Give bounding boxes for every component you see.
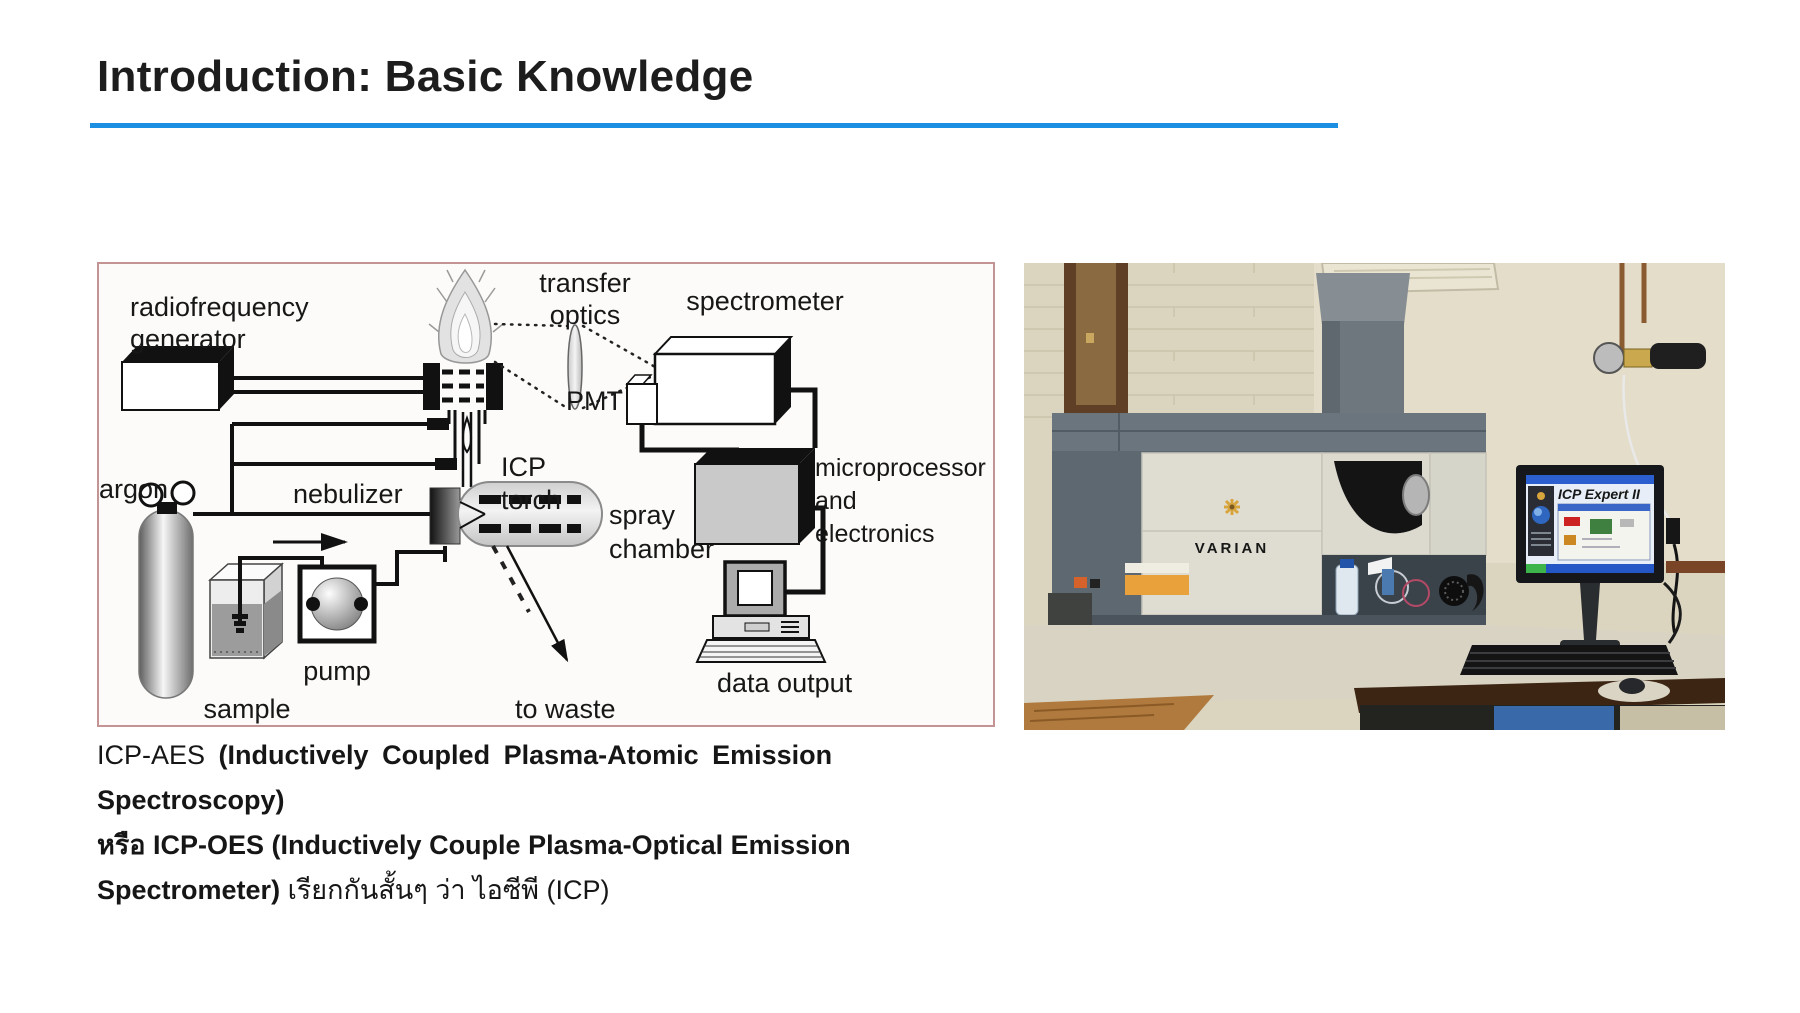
icp-torch	[230, 363, 503, 514]
caption: ICP-AES (Inductively Coupled Plasma-Atom…	[97, 733, 1017, 913]
lab-bench	[1024, 625, 1725, 730]
dark-box	[1048, 593, 1092, 627]
rf-generator	[121, 346, 427, 411]
label-transfer: transfer	[539, 268, 631, 298]
plasma-flame	[428, 268, 504, 364]
icp-schematic-svg: radiofrequency generator transfer optics…	[97, 262, 995, 727]
pmt-detector	[625, 374, 818, 453]
caption-line-3: Spectrometer) เรียกกันสั้นๆ ว่า ไอซีพี (…	[97, 875, 610, 905]
label-icp: ICP	[501, 452, 546, 482]
label-torch: torch	[501, 485, 561, 515]
label-data-output: data output	[717, 668, 853, 698]
sample-intro-bay	[1322, 555, 1486, 617]
label-pump: pump	[303, 656, 371, 686]
argon-cylinder	[138, 480, 430, 699]
label-electronics: electronics	[815, 520, 935, 548]
title-underline	[90, 123, 1338, 128]
spray-chamber	[429, 481, 603, 547]
monitor-stand	[1580, 583, 1600, 640]
label-spray: spray	[609, 500, 676, 530]
instrument-photo: VARIAN	[1024, 262, 1725, 730]
spectrometer-box	[652, 336, 794, 426]
computer-workstation: ICP Expert II	[1460, 465, 1682, 702]
sample-container	[208, 560, 284, 660]
icp-schematic-figure: radiofrequency generator transfer optics…	[97, 262, 995, 727]
microprocessor-box	[694, 448, 826, 595]
caption-acronym: ICP-AES	[97, 740, 206, 770]
wall-rail	[1666, 561, 1725, 573]
brick-wall-lines	[1024, 263, 1314, 418]
icp-instrument: VARIAN	[1052, 273, 1487, 625]
blue-box	[1494, 706, 1614, 730]
label-chamber: chamber	[609, 534, 714, 564]
label-microprocessor: microprocessor	[815, 454, 986, 482]
peristaltic-pump	[238, 533, 447, 644]
label-generator: generator	[130, 324, 246, 354]
label-argon: argon	[99, 474, 168, 504]
orange-model-label	[1125, 575, 1189, 595]
door-frame	[1064, 263, 1128, 415]
computer	[695, 560, 827, 663]
caption-line-1: ICP-AES (Inductively Coupled Plasma-Atom…	[97, 740, 833, 815]
label-sample: sample	[203, 694, 290, 724]
waste-drain	[491, 545, 569, 663]
mouse	[1619, 678, 1645, 694]
transfer-optics	[493, 322, 659, 410]
monitor-software-title: ICP Expert II	[1558, 486, 1641, 502]
label-spectrometer: spectrometer	[686, 286, 844, 316]
label-nebulizer: nebulizer	[293, 479, 403, 509]
label-radiofrequency: radiofrequency	[130, 292, 309, 322]
label-and: and	[815, 487, 857, 515]
instrument-photo-svg: VARIAN	[1024, 262, 1725, 730]
varian-logo	[1224, 499, 1240, 515]
instrument-brand-label: VARIAN	[1195, 540, 1269, 557]
label-pmt: PMT	[566, 386, 623, 416]
caption-line-2: หรือ ICP-OES (Inductively Couple Plasma-…	[97, 830, 851, 860]
label-optics: optics	[550, 300, 621, 330]
torch-window	[1334, 461, 1422, 534]
label-to-waste: to waste	[515, 694, 616, 724]
page-title: Introduction: Basic Knowledge	[97, 52, 754, 101]
